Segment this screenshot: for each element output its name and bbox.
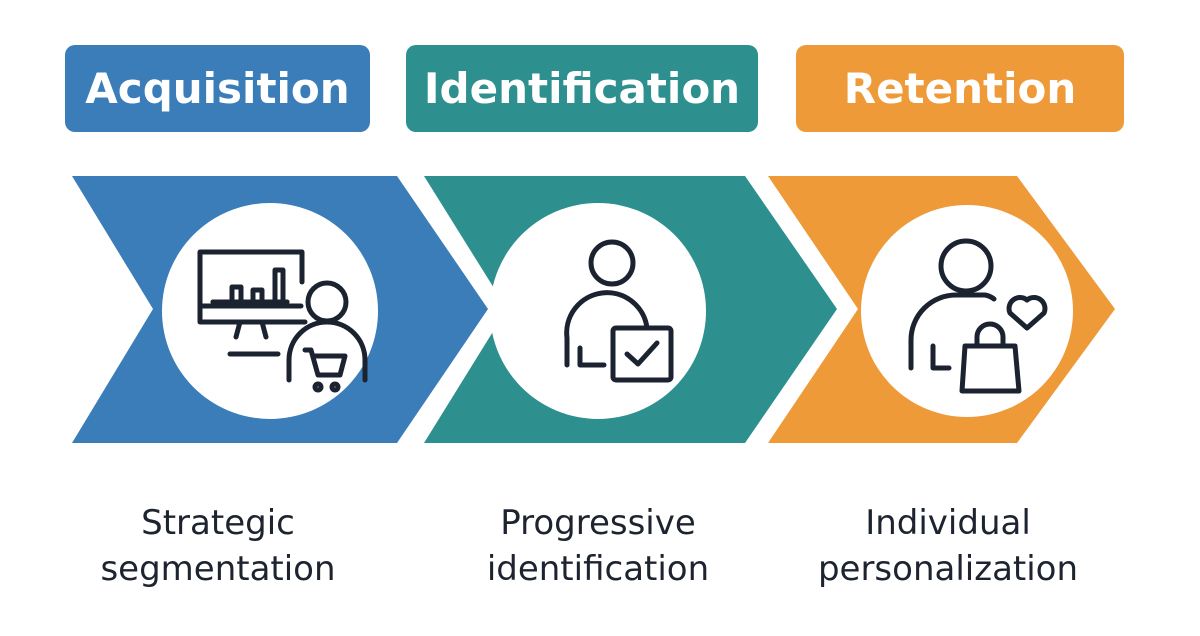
- caption-line: segmentation: [100, 549, 336, 589]
- person-checkbox-icon: [564, 239, 674, 383]
- caption-line: Strategic: [141, 503, 295, 543]
- caption-retention: Individual personalization: [778, 500, 1118, 592]
- caption-acquisition: Strategic segmentation: [48, 500, 388, 592]
- icon-circle-identification: [490, 203, 706, 419]
- stage-label-identification: Identification: [406, 45, 758, 132]
- stage-label-acquisition: Acquisition: [65, 45, 370, 132]
- person-heart-bag-icon: [908, 238, 1048, 394]
- caption-line: identification: [486, 549, 710, 589]
- caption-line: Progressive: [500, 503, 696, 543]
- stage-label-retention: Retention: [796, 45, 1124, 132]
- monitor-chart-shopper-icon: [197, 249, 368, 393]
- icon-circle-retention: [861, 205, 1073, 417]
- icon-circle-acquisition: [162, 203, 378, 419]
- caption-line: Individual: [865, 503, 1031, 543]
- caption-identification: Progressive identification: [428, 500, 768, 592]
- caption-line: personalization: [817, 549, 1079, 589]
